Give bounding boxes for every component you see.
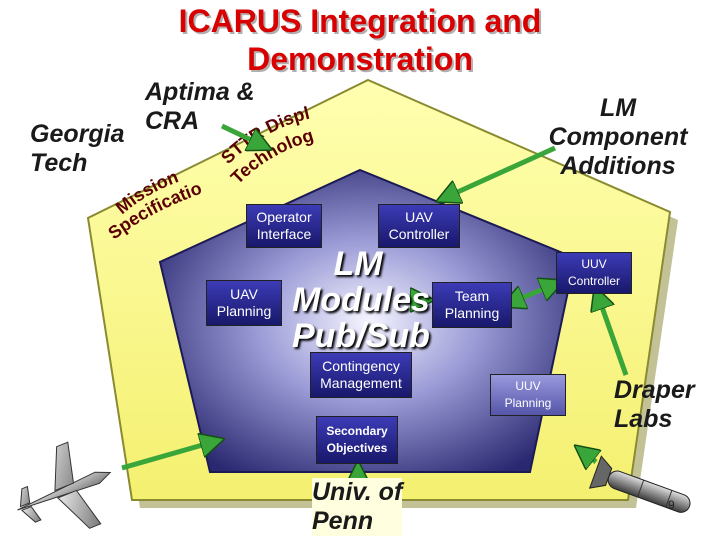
org-aptima-line-1: Aptima & (145, 78, 255, 106)
org-draper-line-2: Labs (614, 405, 673, 433)
module-uuv-controller: UUV Controller (556, 252, 632, 294)
arrow-team-uuv (505, 282, 560, 305)
contingency-line-2: Management (320, 375, 402, 391)
center-line-1: LM (333, 245, 383, 283)
operator-interface-line-2: Interface (256, 226, 312, 242)
org-georgia-tech: Georgia Tech (30, 120, 124, 178)
center-line-2: Modules (292, 281, 430, 319)
team-planning-line-1: Team (454, 288, 490, 304)
org-draper-line-1: Draper (614, 376, 695, 404)
org-georgia-tech-line-2: Tech (30, 149, 88, 177)
center-lm-modules: LM Modules Pub/Sub (292, 245, 430, 355)
team-planning-line-2: Planning (444, 305, 500, 321)
contingency-line-1: Contingency (322, 358, 400, 374)
org-lm-component-additions: LM Component Additions (548, 94, 688, 181)
uav-aircraft-icon (17, 441, 112, 529)
uuv-controller-line-2: Controller (567, 274, 621, 288)
org-aptima-line-2: CRA (145, 107, 200, 135)
arrow-aptima (220, 123, 268, 148)
uav-controller-line-2: Controller (388, 226, 450, 242)
arrow-uav (121, 440, 220, 471)
uuv-controller-line-1: UUV (581, 257, 607, 271)
org-univ-of-penn: Univ. of Penn (312, 478, 403, 536)
uav-controller-line-1: UAV (405, 209, 433, 225)
org-lm-line-1: LM (599, 94, 637, 122)
uuv-planning-line-1: UUV (515, 379, 541, 393)
arrow-uuv (578, 448, 596, 462)
arrows (121, 123, 629, 480)
org-penn-line-2: Penn (312, 507, 374, 535)
arrow-lm (440, 145, 557, 200)
center-line-3: Pub/Sub (292, 317, 430, 355)
org-draper-labs: Draper Labs (614, 376, 695, 434)
page-title: ICARUS Integration and Demonstration (60, 2, 660, 78)
title-line-1: ICARUS Integration and (178, 3, 542, 39)
org-lm-line-3: Additions (560, 152, 676, 180)
page-number: 9 (668, 498, 675, 512)
title-line-2: Demonstration (247, 41, 473, 77)
org-aptima-cra: Aptima & CRA (145, 78, 255, 136)
uuv-planning-line-2: Planning (504, 396, 552, 410)
uuv-vehicle-icon (588, 455, 691, 513)
secondary-line-1: Secondary (326, 424, 388, 438)
operator-interface-line-1: Operator (256, 209, 312, 225)
org-georgia-tech-line-1: Georgia (30, 120, 125, 148)
uav-planning-line-2: Planning (216, 303, 272, 319)
org-lm-line-2: Component (548, 123, 688, 151)
secondary-line-2: Objectives (326, 441, 388, 455)
org-penn-line-1: Univ. of (312, 478, 403, 506)
uav-planning-line-1: UAV (230, 286, 258, 302)
module-uuv-planning: UUV Planning (490, 374, 566, 416)
arrow-draper (596, 290, 629, 376)
